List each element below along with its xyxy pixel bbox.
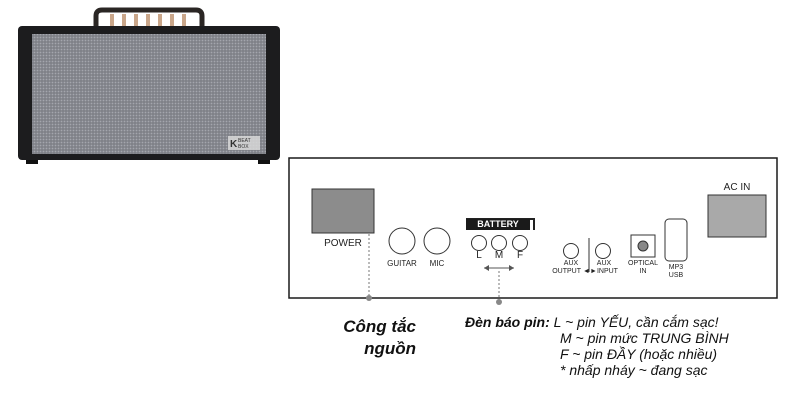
mic-label: MIC (429, 259, 445, 268)
battery-led-m-label: M (494, 250, 504, 261)
optical-label: OPTICAL IN (628, 260, 658, 275)
carry-handle (93, 7, 205, 30)
ac-in-socket (707, 194, 767, 238)
battery-led-m (491, 235, 507, 251)
power-switch-caption: Công tắc nguồn (343, 317, 416, 358)
handle-knobs (110, 14, 186, 28)
usb-port (664, 218, 688, 262)
battery-caption-line-2: M ~ pin mức TRUNG BÌNH (560, 330, 729, 346)
battery-led-f-label: F (516, 250, 524, 261)
power-switch (311, 188, 375, 234)
aux-output-label: AUX OUTPUT ◄ (552, 260, 590, 275)
battery-caption-title: Đèn báo pin: (465, 314, 550, 330)
aux-input-jack (595, 243, 611, 259)
optical-in-port (630, 234, 656, 258)
brand-logo-icon: K BEAT BOX (228, 136, 260, 150)
speaker-grille (32, 34, 266, 154)
battery-indicator-block (466, 218, 535, 271)
battery-title-label: BATTERY (477, 219, 519, 229)
guitar-label: GUITAR (387, 259, 417, 268)
svg-text:BEAT: BEAT (238, 138, 251, 144)
mic-jack (423, 227, 451, 255)
battery-led-f (512, 235, 528, 251)
power-label: POWER (324, 238, 362, 249)
battery-led-l-label: L (476, 250, 482, 261)
battery-led-l (471, 235, 487, 251)
power-leader-dot (366, 295, 372, 301)
battery-caption-line-4: * nhấp nháy ~ đang sạc (560, 362, 708, 378)
svg-text:BOX: BOX (238, 144, 249, 150)
usb-label: MP3 USB (668, 264, 684, 279)
svg-text:K: K (230, 139, 238, 150)
battery-caption-line-3: F ~ pin ĐẦY (hoặc nhiều) (560, 346, 718, 362)
aux-input-label: AUX ►INPUT (590, 260, 618, 275)
ac-in-label: AC IN (723, 182, 751, 193)
battery-caption: Đèn báo pin: L ~ pin YẾU, cần cắm sạc! M… (465, 314, 729, 378)
battery-caption-line-1: L ~ pin YẾU, cần cắm sạc! (553, 314, 719, 330)
guitar-jack (388, 227, 416, 255)
speaker-foot-right (258, 160, 270, 164)
battery-leader-dot (496, 299, 502, 305)
aux-output-jack (563, 243, 579, 259)
speaker-foot-left (26, 160, 38, 164)
battery-title-bar (466, 219, 530, 230)
